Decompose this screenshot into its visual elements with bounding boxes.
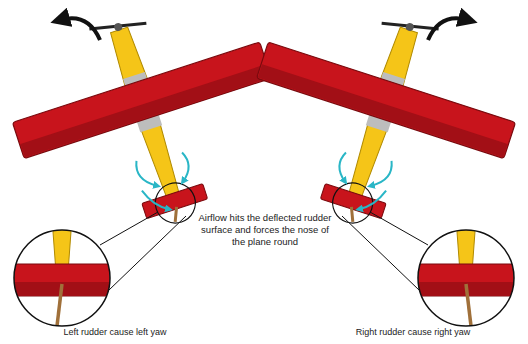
caption-label: Right rudder cause right yaw <box>308 327 518 338</box>
explanation-note: Airflow hits the deflected rudder surfac… <box>198 212 332 248</box>
caption-label: Left rudder cause left yaw <box>10 327 220 338</box>
